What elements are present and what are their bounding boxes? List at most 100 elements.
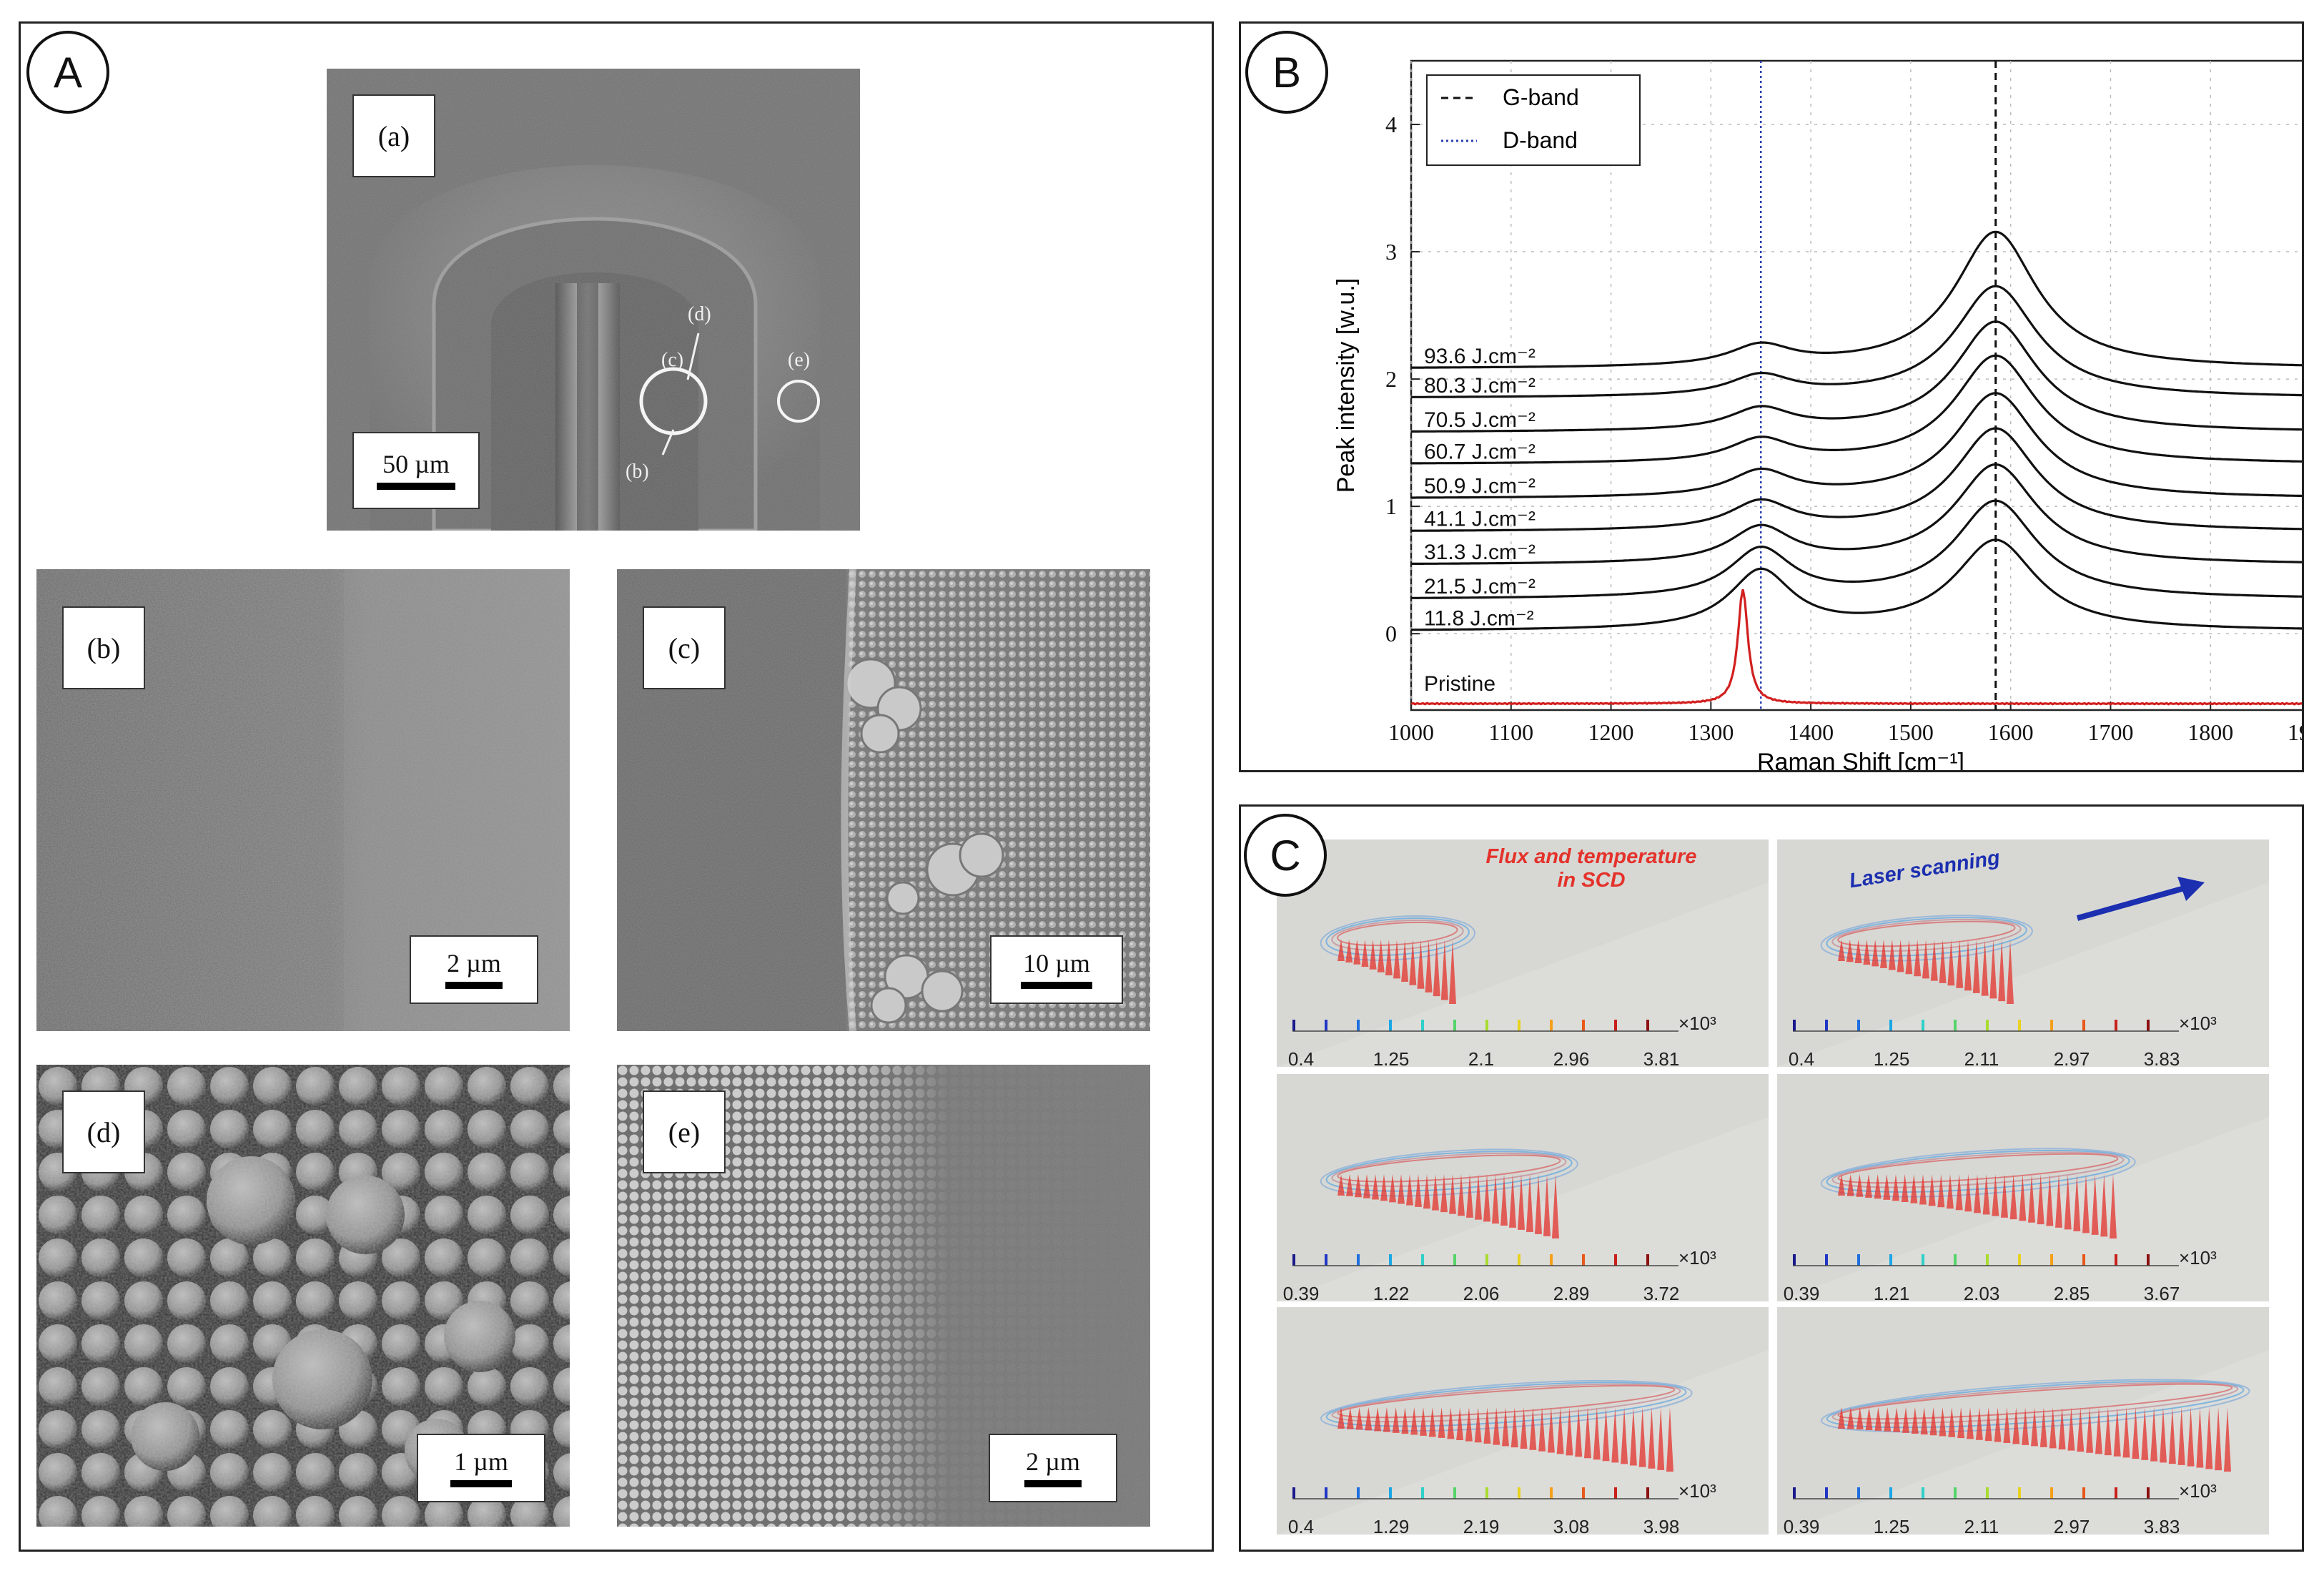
y-tick-label: 2 <box>1385 366 1397 392</box>
colorbar-tick-label: 3.72 <box>1643 1283 1680 1301</box>
colorbar-tick-label: 1.21 <box>1873 1283 1910 1301</box>
legend-g-band-label: G-band <box>1503 84 1579 110</box>
spectrum-line <box>1411 427 2302 532</box>
simulation-drawing <box>1777 1117 2269 1301</box>
panel-b-letter: B <box>1245 31 1328 114</box>
colorbar-unit: ×10³ <box>1678 1480 1716 1502</box>
colorbar-tick-label: 2.97 <box>2053 1048 2090 1067</box>
x-tick-label: 1000 <box>1388 719 1434 745</box>
colorbar-tick-label: 0.39 <box>1783 1516 1820 1535</box>
plot-frame <box>1410 59 2302 711</box>
colorbar-tick-label: 1.29 <box>1373 1516 1410 1535</box>
colorbar-ticks: 0.39 1.22 2.06 2.89 3.72 <box>1283 1283 1693 1301</box>
spectrum-label: 80.3 J.cm⁻² <box>1424 374 1536 398</box>
raman-spectra-chart: 1000110012001300140015001600170018001900… <box>1332 59 2302 770</box>
simulation-drawing <box>1777 882 2269 1067</box>
sem-e-label: (e) <box>643 1090 726 1173</box>
colorbar-tick-label: 2.06 <box>1463 1283 1500 1301</box>
panel-b: B 10001100120013001400150016001700180019… <box>1239 21 2304 772</box>
sem-d-scale-text: 1 µm <box>454 1447 508 1476</box>
colorbar-tick-label: 2.19 <box>1463 1516 1500 1535</box>
x-tick-label: 1300 <box>1688 719 1734 745</box>
colorbar-tick-label: 3.83 <box>2143 1516 2180 1535</box>
simulation-drawing <box>1277 1117 1769 1301</box>
spectrum-line <box>1410 589 2302 706</box>
colorbar-tick-label: 3.67 <box>2143 1283 2180 1301</box>
sem-a-overlay-b: (b) <box>625 460 649 483</box>
colorbar-tick-label: 0.4 <box>1788 1048 1815 1067</box>
colorbar-tick-label: 2.11 <box>1964 1048 1999 1067</box>
panel-a: A (a) (d) (c) (e) (b) <box>19 21 1214 1552</box>
colorbar-tick-label: 0.39 <box>1282 1283 1320 1301</box>
spectrum-line <box>1411 392 2302 499</box>
sem-a-overlay-d: (d) <box>688 303 711 325</box>
spectrum-line <box>1411 463 2302 566</box>
spectrum-line <box>1411 230 2302 369</box>
colorbar-tick-label: 2.1 <box>1468 1048 1495 1067</box>
simulation-frame-1: ×10³ 0.4 1.25 2.1 2.96 3.81 Flux and temperatu… <box>1277 839 1769 1067</box>
simulation-drawing <box>1277 882 1769 1067</box>
sem-c-label: (c) <box>643 606 726 689</box>
spectrum-label: 50.9 J.cm⁻² <box>1424 474 1536 498</box>
sem-b-label: (b) <box>62 606 145 689</box>
sem-image-a: (a) (d) (c) (e) (b) 50 µm <box>327 69 860 531</box>
spectrum-line <box>1411 285 2302 398</box>
x-tick-label: 1100 <box>1488 719 1533 745</box>
colorbar-tick-label: 1.25 <box>1873 1048 1910 1067</box>
sem-a-scale-bar: 50 µm <box>352 432 480 509</box>
sem-image-b: (b) 2 µm <box>36 569 570 1031</box>
colorbar-tick-label: 0.4 <box>1287 1516 1315 1535</box>
x-tick-label: 1400 <box>1788 719 1834 745</box>
x-axis-label: Raman Shift [cm⁻¹] <box>1757 749 1964 770</box>
colorbar-unit: ×10³ <box>1678 1013 1716 1034</box>
sem-b-scale-text: 2 µm <box>447 949 501 977</box>
sem-c-scale-text: 10 µm <box>1023 949 1090 977</box>
colorbar-tick-label: 2.97 <box>2053 1516 2090 1535</box>
spectrum-label: 31.3 J.cm⁻² <box>1424 541 1536 564</box>
y-axis-label: Peak intensity [w.u.] <box>1332 278 1360 493</box>
colorbar-tick-label: 3.83 <box>2143 1048 2180 1067</box>
colorbar-unit: ×10³ <box>2179 1247 2217 1269</box>
colorbar-tick-label: 3.81 <box>1643 1048 1680 1067</box>
sem-d-scale-bar: 1 µm <box>417 1434 545 1502</box>
colorbar-unit: ×10³ <box>1678 1247 1716 1269</box>
simulation-drawing <box>1277 1350 1769 1535</box>
sem-e-scale-line <box>1024 1480 1082 1487</box>
spectrum-label: Pristine <box>1424 672 1495 696</box>
spectrum-line <box>1411 499 2302 599</box>
colorbar-tick-label: 1.25 <box>1373 1048 1410 1067</box>
colorbar-tick-label: 3.98 <box>1643 1516 1680 1535</box>
spectrum-label: 11.8 J.cm⁻² <box>1424 607 1534 631</box>
colorbar-tick-label: 1.25 <box>1873 1516 1910 1535</box>
sem-a-label: (a) <box>352 94 435 177</box>
simulation-frame-3: ×10³ 0.39 1.22 2.06 2.89 3.72 <box>1277 1074 1769 1301</box>
colorbar-tick-label: 2.85 <box>2053 1283 2090 1301</box>
sem-c-scale-line <box>1021 982 1092 989</box>
x-tick-label: 1800 <box>2187 719 2233 745</box>
colorbar-tick-label: 1.22 <box>1373 1283 1410 1301</box>
colorbar-unit: ×10³ <box>2179 1013 2217 1034</box>
panel-c: C ×10³ 0.4 1.25 2.1 2.96 3.81 Flux and tempera… <box>1239 804 2304 1552</box>
laser-scanning-arrow <box>2076 877 2205 921</box>
colorbar-tick-label: 2.89 <box>1553 1283 1590 1301</box>
sem-a-scale-text: 50 µm <box>382 450 450 478</box>
sem-d-label: (d) <box>62 1090 145 1173</box>
colorbar-tick-label: 2.96 <box>1553 1048 1590 1067</box>
sem-e-scale-text: 2 µm <box>1026 1447 1080 1476</box>
sem-image-d: (d) 1 µm <box>36 1065 570 1527</box>
colorbar-ticks: 0.4 1.25 2.11 2.97 3.83 <box>1789 1048 2193 1067</box>
flux-temperature-annotation: Flux and temperature in SCD <box>1485 845 1697 892</box>
spectrum-label: 93.6 J.cm⁻² <box>1424 345 1536 368</box>
sem-c-scale-bar: 10 µm <box>990 935 1123 1004</box>
colorbar-ticks: 0.4 1.25 2.1 2.96 3.81 <box>1288 1048 1693 1067</box>
legend-d-band-label: D-band <box>1503 127 1578 153</box>
legend-box <box>1426 74 1641 166</box>
y-tick-label: 4 <box>1385 112 1397 137</box>
sem-image-e: (e) 2 µm <box>617 1065 1150 1527</box>
colorbar-tick-label: 0.4 <box>1287 1048 1315 1067</box>
panel-c-letter: C <box>1244 814 1327 897</box>
x-tick-label: 1900 <box>2288 719 2302 745</box>
